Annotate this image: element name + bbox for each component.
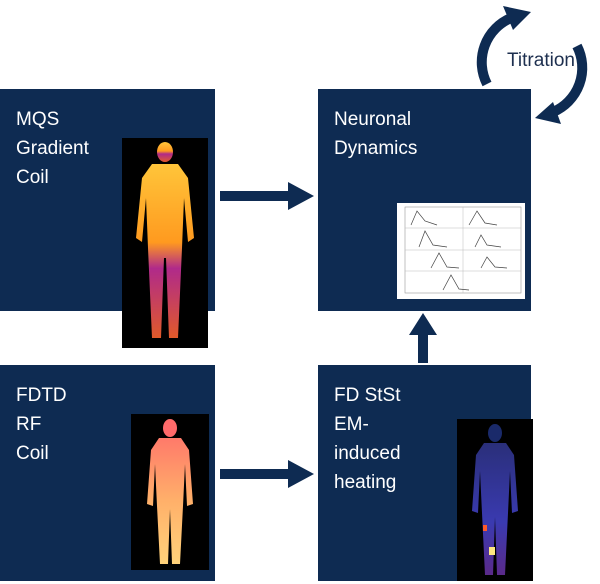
fdtd-label: FDTD RF Coil bbox=[16, 385, 67, 464]
up-arrow-icon bbox=[409, 313, 437, 363]
mqs-gradient-coil-box: MQS Gradient Coil bbox=[0, 89, 215, 348]
mqs-body-figure bbox=[136, 142, 194, 338]
fdtd-body-heatmap-image bbox=[131, 414, 209, 570]
neuronal-label: Neuronal Dynamics bbox=[334, 109, 418, 159]
fd-stst-heating-box: FD StSt EM- induced heating bbox=[318, 365, 533, 581]
fdtd-body-figure bbox=[147, 419, 193, 564]
neuronal-response-plot-image bbox=[397, 203, 525, 299]
cycle-arrows-icon bbox=[465, 0, 600, 130]
titration-label: Titration bbox=[507, 50, 575, 71]
fdstst-label: FD StSt EM- induced heating bbox=[334, 385, 401, 493]
neuronal-plot-graphic bbox=[404, 206, 522, 294]
fdstst-body-heatmap-image bbox=[457, 419, 533, 581]
fdstst-body-figure bbox=[472, 424, 518, 575]
right-arrow-icon bbox=[220, 182, 314, 210]
fdtd-rf-coil-box: FDTD RF Coil bbox=[0, 365, 215, 581]
mqs-body-heatmap-image bbox=[122, 138, 208, 348]
right-arrow-icon bbox=[220, 460, 314, 488]
mqs-label: MQS Gradient Coil bbox=[16, 109, 89, 188]
